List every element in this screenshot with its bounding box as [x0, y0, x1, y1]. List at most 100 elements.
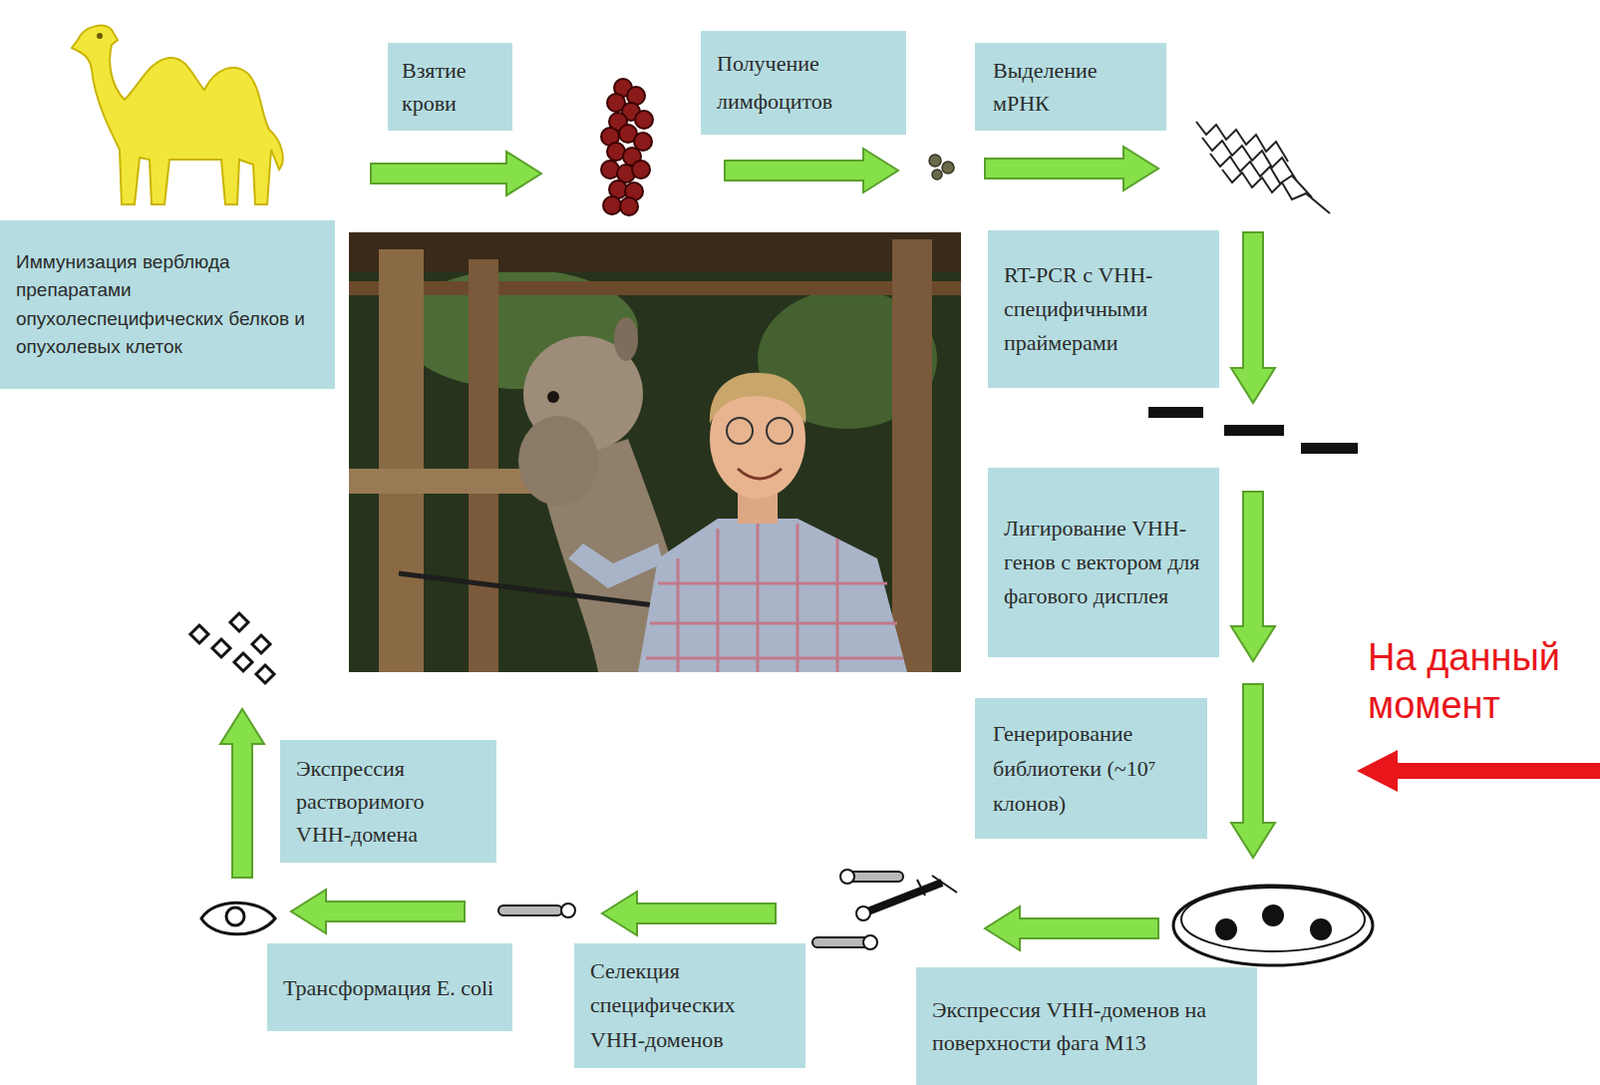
- step-text: Иммунизация верблюда препаратами опухоле…: [15, 248, 320, 362]
- pcr-fragment: [1224, 424, 1284, 436]
- soluble-domains: [190, 613, 275, 683]
- step-box: Взятие крови: [387, 42, 513, 131]
- step-text: Взятие крови: [401, 53, 499, 120]
- selected-phage: [498, 903, 576, 918]
- mrna-strand: [1222, 169, 1330, 214]
- process-arrow: [1231, 683, 1276, 858]
- mrna-strands: [1196, 121, 1330, 214]
- process-arrow: [984, 146, 1159, 191]
- process-arrow: [1231, 232, 1276, 403]
- process-arrow: [220, 708, 265, 878]
- mrna-strand: [1202, 137, 1296, 180]
- lymphocytes: [929, 154, 955, 180]
- photo-rail: [348, 468, 549, 494]
- pcr-fragments: [1148, 406, 1358, 454]
- process-arrows: [220, 146, 1276, 951]
- photo-smile: [737, 468, 782, 479]
- domain-diamond: [234, 652, 253, 671]
- phage-head: [863, 935, 878, 950]
- dish-rim: [1173, 885, 1373, 965]
- domain-diamond: [256, 664, 275, 683]
- step-text: Генерирование библиотеки (~10⁷ клонов): [992, 715, 1190, 822]
- process-arrow: [602, 891, 776, 936]
- cell-plasmid: [226, 907, 245, 926]
- callout-text: На данный момент: [1367, 634, 1594, 729]
- process-arrow: [291, 889, 465, 934]
- step-box: Экспрессия растворимого VHH-домена: [280, 739, 497, 863]
- step-box: Селекция специфических VHH-доменов: [574, 943, 806, 1068]
- photo-post: [378, 249, 424, 672]
- step-box: RT-PCR с VHH-специфичными праймерами: [987, 230, 1220, 388]
- colony: [1262, 904, 1284, 927]
- step-box: Лигирование VHH-генов с вектором для фаг…: [987, 467, 1220, 657]
- phage: [865, 882, 943, 913]
- phage: [812, 937, 871, 948]
- current-step-pointer: [1356, 749, 1600, 792]
- lymphocyte: [932, 169, 943, 180]
- photo-post: [468, 259, 499, 672]
- phage-group: [812, 869, 958, 950]
- photo-shirt: [638, 518, 908, 672]
- photo-camel-snout: [518, 415, 599, 506]
- step-box: Экспрессия VHH-доменов на поверхности фа…: [916, 966, 1258, 1085]
- domain-diamond: [212, 639, 231, 657]
- step-text: Экспрессия растворимого VHH-домена: [296, 751, 481, 851]
- step-box: Генерирование библиотеки (~10⁷ клонов): [974, 697, 1208, 839]
- step-text: Получение лимфоцитов: [716, 44, 891, 122]
- mrna-strand: [1196, 121, 1288, 162]
- colony: [1215, 918, 1238, 941]
- photo-glasses: [766, 417, 793, 444]
- camel-icon: [71, 25, 284, 205]
- colony: [1309, 918, 1332, 941]
- photo-hair: [709, 372, 807, 424]
- step-text: Экспрессия VHH-доменов на поверхности фа…: [932, 992, 1242, 1059]
- lymphocyte: [942, 161, 955, 174]
- camel-eye: [96, 32, 103, 39]
- blood-cell: [632, 160, 650, 179]
- step-text: Выделение мРНК: [992, 53, 1133, 120]
- step-text: Селекция специфических VHH-доменов: [590, 954, 790, 1056]
- phage-tail: [917, 875, 958, 896]
- cell-outline: [201, 902, 276, 935]
- photo-glasses: [726, 417, 753, 444]
- domain-diamond: [252, 635, 271, 653]
- blood-cell: [635, 110, 653, 129]
- pcr-fragment: [1148, 406, 1204, 418]
- blood-cell: [620, 197, 639, 216]
- step-box: Иммунизация верблюда препаратами опухоле…: [0, 220, 335, 389]
- photo-plaid: [645, 523, 904, 672]
- lymphocyte: [929, 154, 942, 167]
- phage-head: [856, 906, 871, 921]
- step-text: RT-PCR с VHH-специфичными праймерами: [1003, 258, 1194, 360]
- step-text: Трансформация E. coli: [283, 970, 497, 1004]
- photo-camel-eye: [547, 390, 560, 403]
- step-box: Выделение мРНК: [974, 42, 1167, 131]
- pcr-fragment: [1300, 442, 1358, 454]
- process-arrow: [370, 151, 542, 196]
- process-arrow: [724, 148, 899, 193]
- blood-cells: [601, 78, 653, 216]
- photo-camel-ear: [614, 317, 639, 361]
- phage-head: [561, 903, 576, 918]
- domain-diamond: [190, 625, 209, 643]
- photo-beam: [348, 281, 961, 296]
- photo-post: [892, 239, 933, 672]
- blood-cell: [603, 196, 622, 215]
- domain-diamond: [230, 613, 249, 632]
- dish-inner: [1181, 887, 1365, 952]
- phage: [498, 905, 563, 916]
- pointer-head: [1356, 749, 1398, 792]
- photo-leash: [398, 573, 678, 609]
- ecoli-cell: [201, 902, 276, 935]
- process-arrow: [984, 906, 1159, 951]
- photo-roof: [348, 232, 961, 273]
- camel-body: [71, 25, 284, 205]
- step-box: Получение лимфоцитов: [700, 30, 907, 135]
- photo-arm: [568, 543, 663, 589]
- photo: [348, 232, 961, 672]
- phage-head: [840, 869, 855, 884]
- pointer-shaft: [1390, 762, 1600, 779]
- process-arrow: [1231, 491, 1276, 661]
